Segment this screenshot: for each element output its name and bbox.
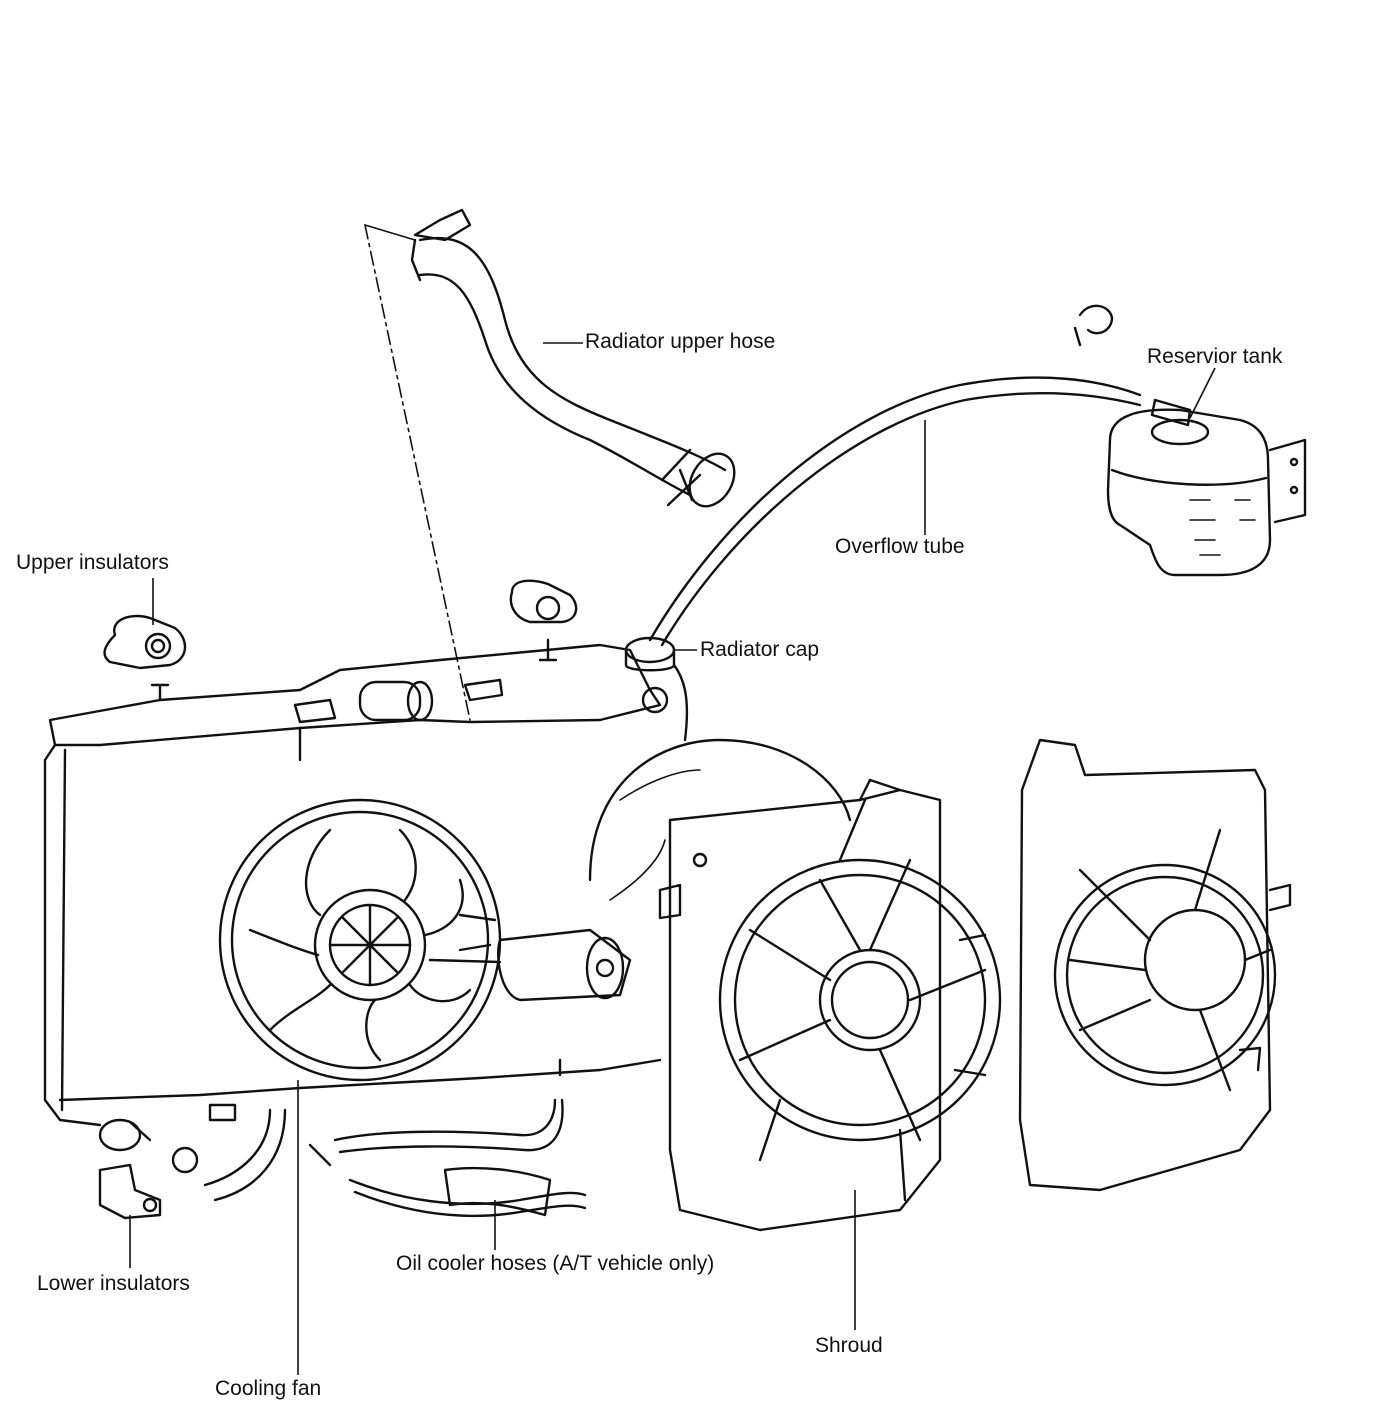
label-radiator-upper-hose: Radiator upper hose: [585, 330, 776, 353]
label-radiator-cap: Radiator cap: [700, 638, 820, 661]
label-shroud: Shroud: [815, 1334, 883, 1357]
label-lower-insulators: Lower insulators: [37, 1272, 190, 1295]
label-cooling-fan: Cooling fan: [215, 1377, 322, 1400]
label-upper-insulators: Upper insulators: [16, 551, 169, 574]
label-overflow-tube: Overflow tube: [835, 535, 965, 558]
drain-fitting: [98, 1103, 237, 1174]
label-oil-cooler-hoses: Oil cooler hoses (A/T vehicle only): [396, 1252, 715, 1275]
fan-motor: [428, 913, 632, 1002]
overflow-tube: [648, 376, 1142, 647]
radiator: [43, 643, 662, 1127]
reservoir-tank: [1106, 398, 1307, 577]
hose-clip: [1073, 304, 1114, 347]
lower-insulator: [98, 1163, 162, 1220]
radiator-upper-hose: [410, 208, 736, 508]
shroud-front: [658, 778, 1002, 1232]
background-fan: [588, 738, 852, 901]
upper-insulator-left: [103, 614, 187, 670]
leader-reservoir-tank: [1189, 367, 1216, 419]
label-reservoir-tank: Reservior tank: [1147, 345, 1283, 368]
oil-cooler-hoses: [203, 1098, 587, 1218]
alignment-line: [364, 224, 471, 721]
shroud-rear: [1018, 738, 1292, 1192]
radiator-cap: [624, 636, 689, 742]
cooling-fan: [218, 798, 502, 1082]
